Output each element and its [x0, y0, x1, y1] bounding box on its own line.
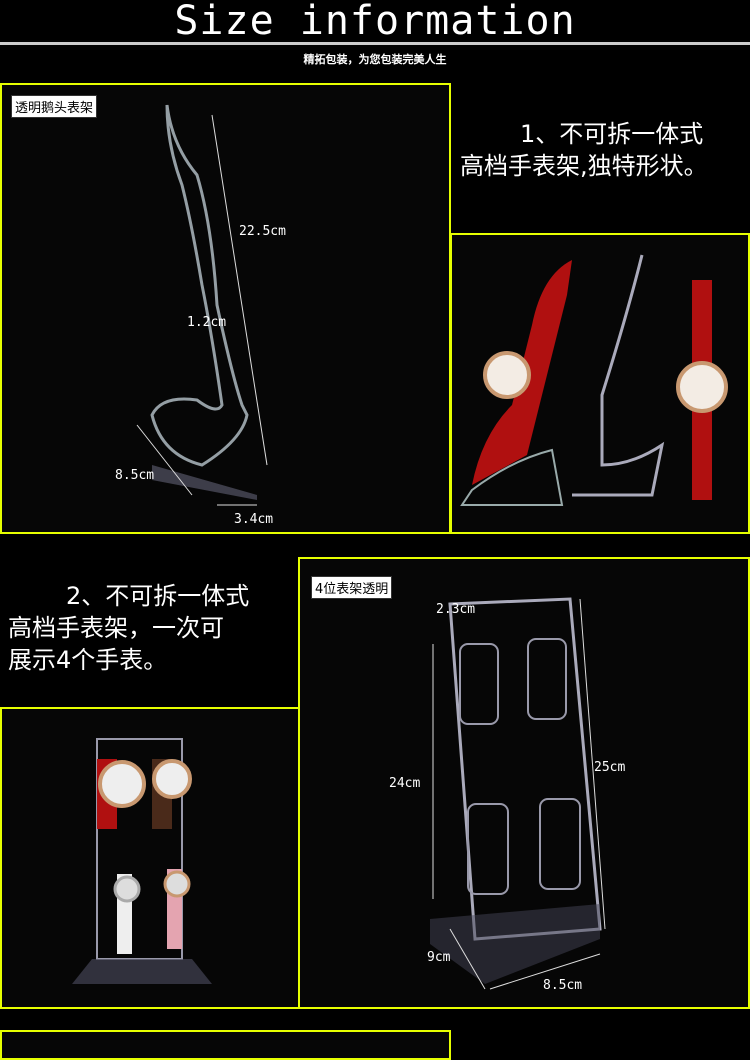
dim-height: 22.5cm: [239, 224, 286, 239]
desc-line: 展示4个手表。: [8, 646, 168, 674]
dim-depth: 9cm: [427, 950, 451, 965]
dim-slot: 2.3cm: [436, 602, 476, 617]
product-image-watches-on-stand: [450, 233, 750, 534]
dim-inner-height: 24cm: [389, 776, 421, 791]
four-slot-stand-drawing: [430, 597, 606, 990]
subtitle: 精拓包装，为您包装完美人生: [303, 53, 447, 66]
product-image-four-slot-stand: 4位表架透明 2.3cm 24cm 25cm 9cm 8.5cm: [298, 557, 750, 1009]
divider: [0, 42, 750, 45]
product-image-four-watches: [0, 707, 300, 1009]
desc-line: 高档手表架，一次可: [8, 614, 224, 642]
product-image-goose-stand: 透明鹅头表架 22.5cm 1.2cm 8.5cm 3.4cm: [0, 83, 451, 534]
product-tag: 4位表架透明: [311, 576, 393, 599]
goose-stand-drawing: [136, 104, 268, 506]
description-1: 1、不可拆一体式 高档手表架,独特形状。: [460, 118, 750, 182]
dim-outer-height: 25cm: [594, 760, 626, 775]
desc-line: 高档手表架,独特形状。: [460, 152, 708, 180]
four-watches-drawing: [72, 738, 212, 984]
desc-line: 2、不可拆一体式: [66, 582, 250, 610]
product-image-next: [0, 1030, 451, 1060]
dim-depth: 8.5cm: [115, 468, 155, 483]
dim-base: 3.4cm: [234, 512, 274, 527]
description-2: 2、不可拆一体式 高档手表架，一次可 展示4个手表。: [8, 580, 298, 676]
product-tag: 透明鹅头表架: [11, 95, 98, 118]
dim-width: 8.5cm: [543, 978, 583, 993]
watches-drawing: [460, 254, 728, 506]
page-title: Size information: [174, 0, 576, 44]
desc-line: 1、不可拆一体式: [520, 120, 704, 148]
dim-width: 1.2cm: [187, 315, 227, 330]
